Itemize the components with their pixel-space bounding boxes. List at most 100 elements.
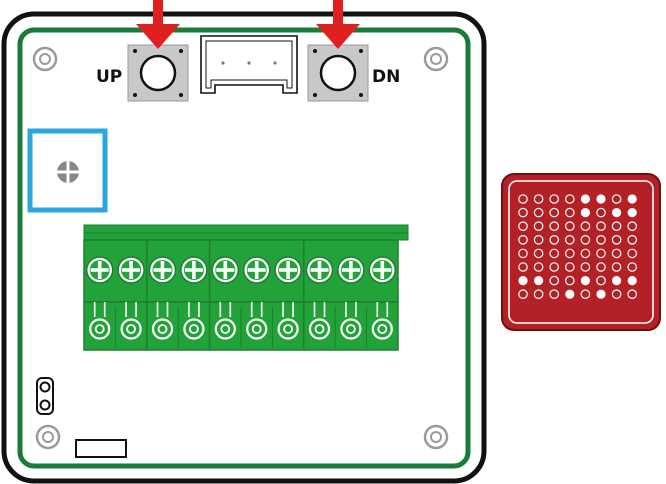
led-dot [549, 235, 559, 245]
terminal-wire-hole [277, 318, 299, 340]
led-dot [549, 262, 559, 272]
led-dot [518, 194, 528, 204]
led-dot-lit [612, 276, 622, 286]
terminal-screw-icon [148, 256, 177, 284]
jst-connector [200, 35, 298, 94]
led-dot [580, 262, 591, 272]
led-dot [596, 235, 606, 245]
led-dot [518, 248, 528, 259]
led-dot [549, 248, 559, 259]
terminal-wire-hole [308, 318, 331, 340]
smd-component [36, 377, 54, 415]
terminal-screw-icon [337, 256, 365, 284]
led-dot [533, 221, 544, 231]
terminal-screw-icon [180, 256, 208, 284]
led-dot [596, 207, 606, 218]
led-matrix-panel [501, 173, 661, 331]
corner-screw-bottom-right [423, 424, 449, 450]
led-dot [549, 289, 559, 299]
led-dot [533, 262, 544, 272]
dn-label: DN [372, 67, 400, 87]
led-dot [627, 289, 637, 299]
led-dot [518, 262, 528, 272]
up-button[interactable] [127, 44, 189, 102]
led-dot-lit [565, 289, 575, 299]
led-dot [533, 289, 544, 299]
led-dot-lit [627, 276, 637, 286]
up-label: UP [96, 67, 122, 87]
led-dot [564, 275, 575, 286]
terminal-screw-icon [274, 256, 302, 284]
led-dot [533, 235, 544, 245]
led-dot-lit [627, 208, 637, 218]
terminal-screw-icon [211, 256, 240, 284]
terminal-screw-icon [85, 256, 114, 284]
terminal-screw-icon [368, 256, 397, 284]
led-dot-lit [518, 276, 528, 286]
terminal-wire-hole [340, 318, 362, 340]
terminal-wire-hole [214, 318, 236, 340]
led-dot [611, 262, 622, 272]
terminal-screw-icon [242, 256, 271, 284]
led-dot [518, 207, 528, 218]
led-dot-lit [596, 289, 606, 299]
led-dot [533, 194, 544, 204]
led-dot [580, 248, 591, 259]
led-dot [596, 248, 606, 259]
led-dot [627, 262, 637, 272]
terminal-wire-hole [89, 318, 111, 340]
led-dot [611, 235, 622, 245]
led-dot [564, 221, 575, 231]
terminal-wire-hole [120, 318, 142, 340]
led-dot-lit [580, 194, 591, 204]
terminal-screw-icon [305, 256, 334, 284]
led-dot [518, 289, 528, 299]
led-dot-lit [612, 208, 622, 218]
led-dot [549, 194, 559, 204]
terminal-wire-hole [151, 318, 174, 340]
corner-screw-bottom-left [35, 424, 61, 450]
bottom-connector-pad [75, 439, 127, 458]
dn-button[interactable] [307, 44, 369, 102]
led-dot [549, 221, 559, 231]
led-dot [596, 275, 606, 286]
led-dot [611, 221, 622, 231]
terminal-wire-hole [371, 318, 393, 340]
led-dot [518, 221, 528, 231]
led-dot [611, 194, 622, 204]
led-dot [564, 194, 575, 204]
led-dot [564, 262, 575, 272]
arrow-dn-button-icon [316, 0, 360, 49]
led-dot [596, 221, 606, 231]
highlight-box [27, 128, 108, 213]
terminal-screw-icon [117, 256, 145, 284]
led-dot-lit [580, 276, 591, 286]
led-dot-lit [580, 208, 591, 218]
mount-hole-icon [56, 160, 80, 184]
led-dot [533, 207, 544, 218]
terminal-block [83, 224, 409, 351]
led-dot [611, 248, 622, 259]
terminal-wire-hole [183, 318, 205, 340]
led-grid [518, 194, 637, 299]
led-dot [549, 207, 559, 218]
led-dot [518, 235, 528, 245]
led-dot-lit [534, 276, 544, 286]
led-dot [627, 235, 637, 245]
led-dot [533, 248, 544, 259]
led-dot-lit [627, 194, 637, 204]
led-dot [580, 221, 591, 231]
led-dot [549, 275, 559, 286]
led-dot [580, 289, 591, 299]
corner-screw-top-left [32, 46, 58, 72]
led-dot-lit [596, 194, 606, 204]
arrow-up-button-icon [136, 0, 180, 49]
led-dot [627, 248, 637, 259]
led-dot [564, 248, 575, 259]
led-dot [564, 235, 575, 245]
led-dot [627, 221, 637, 231]
led-dot [596, 262, 606, 272]
terminal-wire-hole [246, 318, 268, 340]
corner-screw-top-right [423, 46, 449, 72]
